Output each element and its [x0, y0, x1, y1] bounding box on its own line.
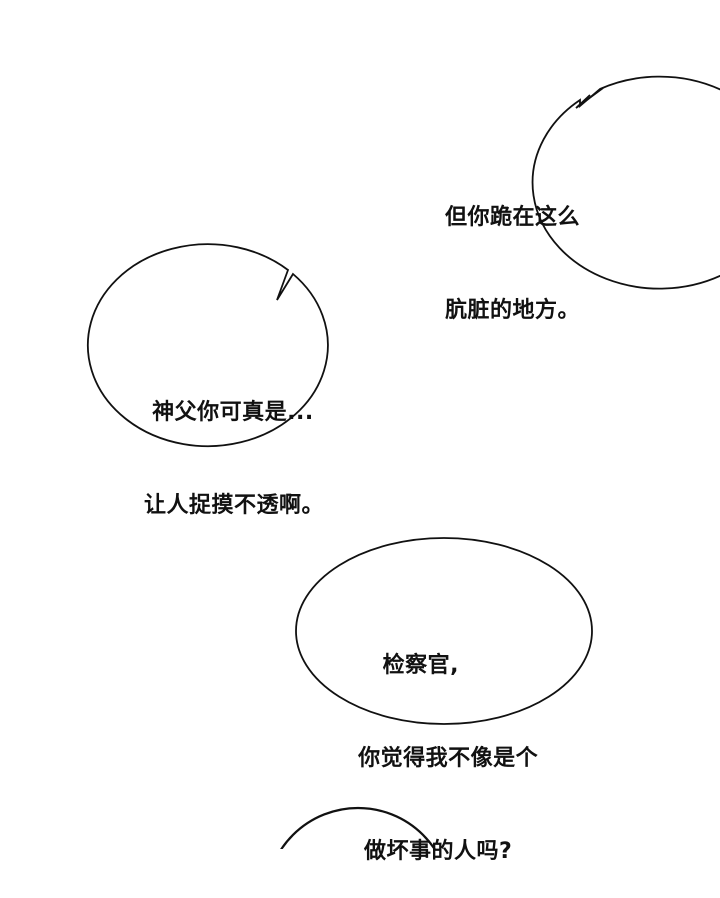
bubble-2-line-1: 神父你可真是... — [144, 400, 314, 425]
speech-bubble-3 — [295, 537, 593, 725]
bubble-3-text: 检察官, 你觉得我不像是个 做坏事的人吗? — [350, 588, 538, 898]
speech-bubble-4 — [280, 806, 436, 849]
bubble-1-text: 但你跪在这么 肮脏的地方。 — [445, 140, 580, 357]
bubble-1-line-1: 但你跪在这么 — [445, 205, 581, 230]
bubble-3-line-1: 检察官, — [350, 653, 459, 678]
speech-bubble-1 — [531, 75, 720, 290]
bubble-3-line-2: 你觉得我不像是个 — [350, 746, 539, 771]
speech-bubble-2 — [86, 243, 329, 448]
speech-bubbles-canvas — [86, 75, 720, 849]
bubble-1-line-2: 肮脏的地方。 — [445, 298, 581, 323]
bubble-2-line-2: 让人捉摸不透啊。 — [144, 493, 325, 518]
bubble-3-line-3: 做坏事的人吗? — [364, 839, 513, 864]
bubble-2-text: 神父你可真是... 让人捉摸不透啊。 — [144, 335, 324, 552]
